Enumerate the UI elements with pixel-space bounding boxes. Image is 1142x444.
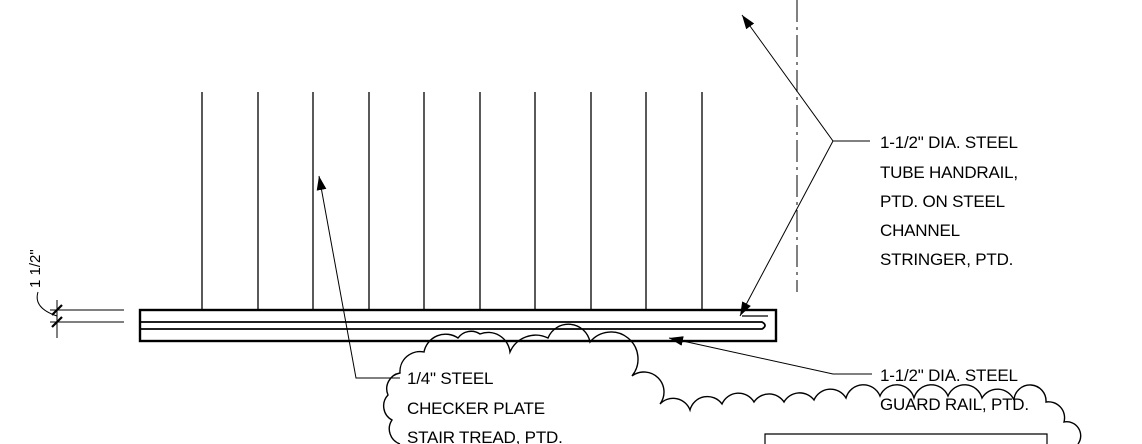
guard-rail-tube [140,321,766,330]
svg-text:PTD. ON STEEL: PTD. ON STEEL [880,192,1005,211]
svg-text:TUBE HANDRAIL,: TUBE HANDRAIL, [880,163,1018,182]
svg-text:STRINGER, PTD.: STRINGER, PTD. [880,250,1013,269]
tread-section [138,308,778,343]
balusters [201,92,703,310]
svg-text:STAIR TREAD, PTD.: STAIR TREAD, PTD. [407,428,563,444]
checker-plate-tread [138,308,778,343]
dimension-label: 1 1/2" [27,249,44,288]
handrail-note: 1-1/2" DIA. STEEL TUBE HANDRAIL, PTD. ON… [880,133,1018,269]
svg-text:1-1/2" DIA. STEEL: 1-1/2" DIA. STEEL [880,133,1018,152]
svg-text:GUARD RAIL, PTD.: GUARD RAIL, PTD. [880,395,1029,414]
svg-text:1/4" STEEL: 1/4" STEEL [407,369,493,388]
revision-cloud [382,323,1082,444]
dimension-1-1-2 [36,291,124,338]
svg-text:CHANNEL: CHANNEL [880,221,960,240]
svg-text:1-1/2" DIA. STEEL: 1-1/2" DIA. STEEL [880,366,1018,385]
guardrail-note: 1-1/2" DIA. STEEL GUARD RAIL, PTD. [880,366,1029,414]
tread-leader [316,175,400,379]
handrail-leader [739,14,870,317]
svg-text:CHECKER PLATE: CHECKER PLATE [407,399,545,418]
table-box-edge [764,433,1048,444]
tread-note: 1/4" STEEL CHECKER PLATE STAIR TREAD, PT… [407,369,563,444]
guardrail-leader [668,336,872,375]
